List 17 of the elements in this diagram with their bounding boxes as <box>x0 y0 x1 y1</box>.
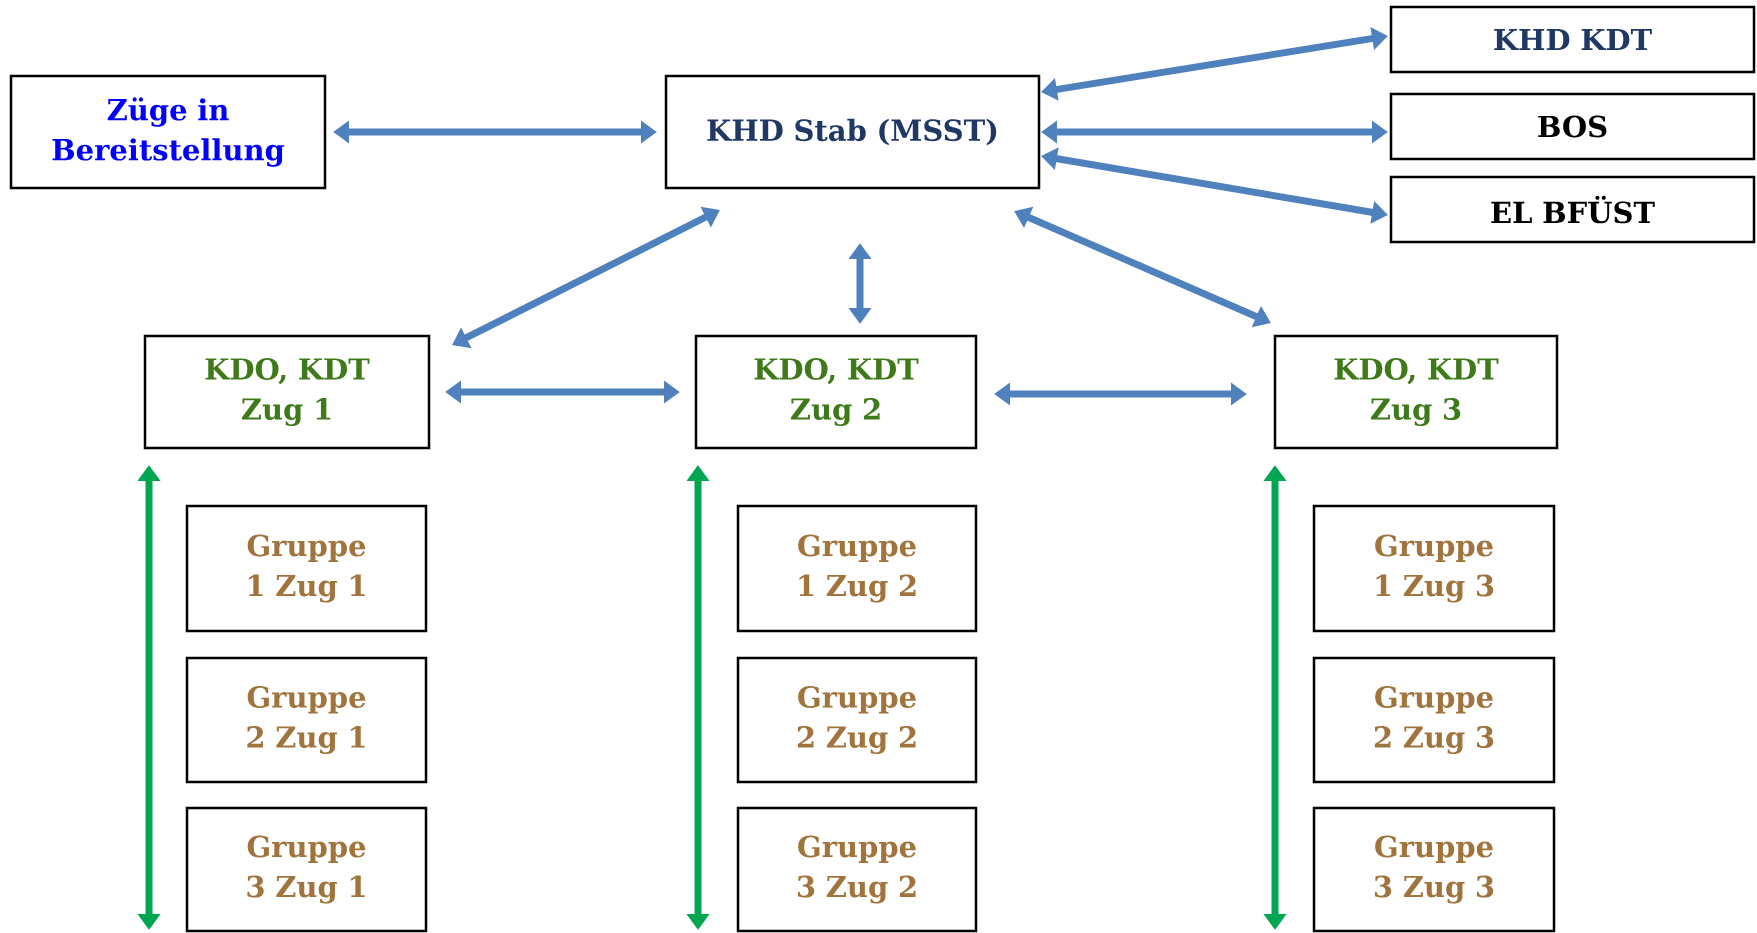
node-box: KHD Stab (MSST) <box>664 74 1041 190</box>
node-box: BOS <box>1389 92 1756 161</box>
node-box: KDO, KDT Zug 2 <box>694 334 978 450</box>
node-box: EL BFÜST <box>1389 175 1756 244</box>
node-box: Gruppe 2 Zug 2 <box>736 656 978 784</box>
node-box: Gruppe 1 Zug 1 <box>185 504 428 633</box>
node-box: Gruppe 2 Zug 1 <box>185 656 428 784</box>
node-box: Gruppe 3 Zug 2 <box>736 806 978 933</box>
node-box: Züge in Bereitstellung <box>9 74 327 190</box>
node-box: Gruppe 2 Zug 3 <box>1312 656 1556 784</box>
node-box: KHD KDT <box>1389 5 1756 74</box>
node-box: KDO, KDT Zug 3 <box>1273 334 1559 450</box>
node-box: Gruppe 1 Zug 2 <box>736 504 978 633</box>
node-box: Gruppe 3 Zug 3 <box>1312 806 1556 933</box>
node-box: KDO, KDT Zug 1 <box>143 334 431 450</box>
node-box: Gruppe 1 Zug 3 <box>1312 504 1556 633</box>
node-box: Gruppe 3 Zug 1 <box>185 806 428 933</box>
